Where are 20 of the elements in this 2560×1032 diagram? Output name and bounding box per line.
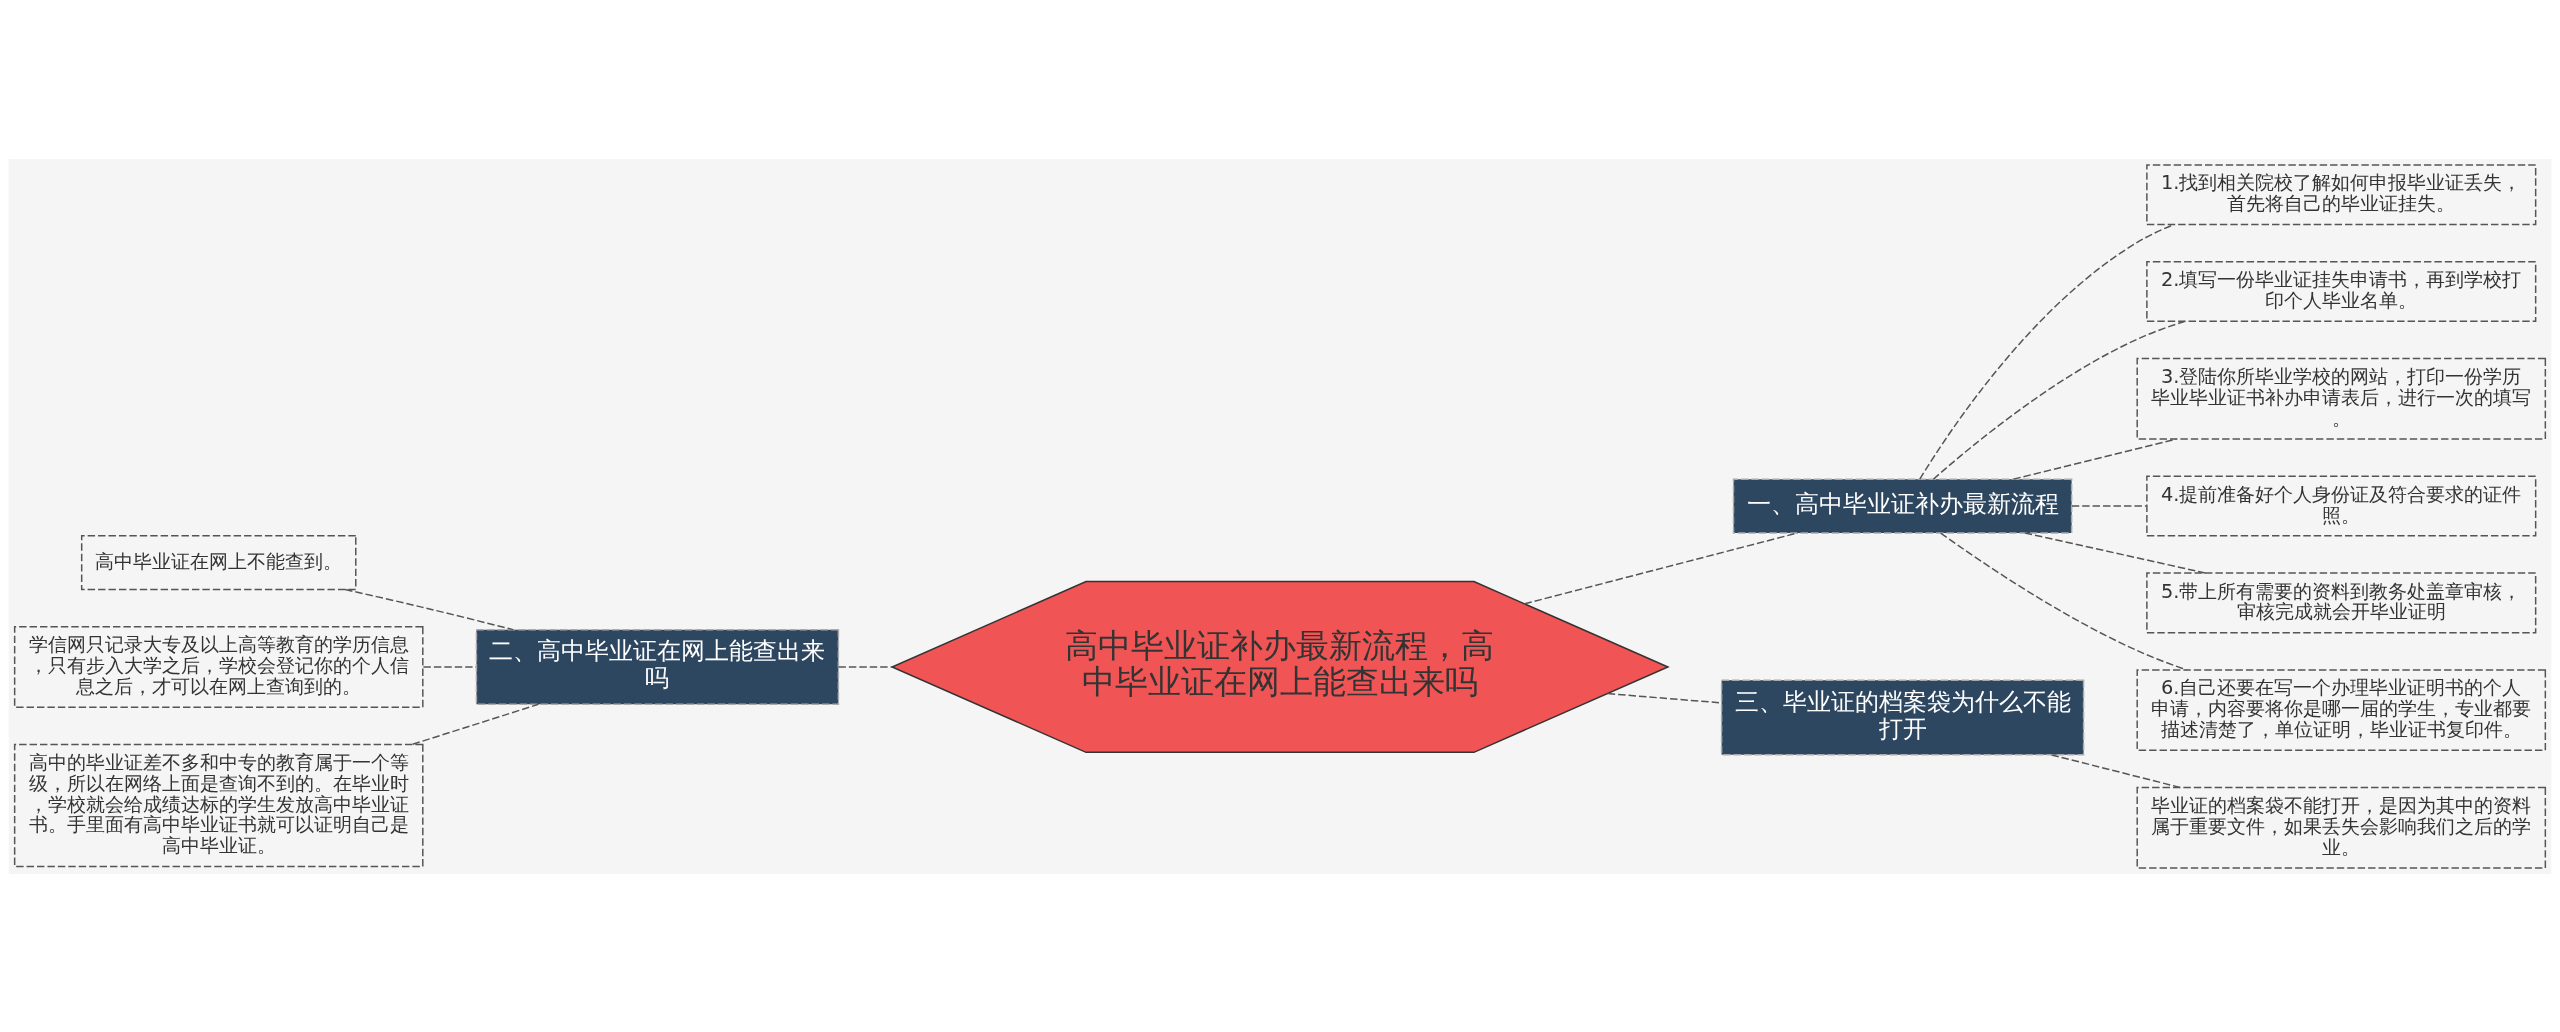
node-box: 6.自己还要在写一个办理毕业证明书的个人申请，内容要将你是哪一届的学生，专业都要描述清楚了，单位证明，毕业证书复印件。 [2136, 668, 2547, 751]
connector [344, 588, 514, 630]
node-box: 二、高中毕业证在网上能查出来吗 [475, 628, 840, 705]
node-box: 高中的毕业证差不多和中专的教育属于一个等级，所以在网络上面是查询不到的。在毕业时，学校就会给成绩达标的学生发放高中毕业证书。手里面有高中毕业证书就可以证明自己是高中毕业证。 [13, 743, 424, 867]
node-box: 毕业证的档案袋不能打开，是因为其中的资料属于重要文件，如果丢失会影响我们之后的学业。 [2136, 786, 2547, 869]
node-box: 5.带上所有需要的资料到教务处盖章审核，审核完成就会开毕业证明 [2146, 571, 2537, 633]
node-box: 3.登陆你所毕业学校的网站，打印一份学历毕业毕业证书补办申请表后，进行一次的填写。 [2136, 357, 2547, 440]
node-box: 1.找到相关院校了解如何申报毕业证丢失，首先将自己的毕业证挂失。 [2146, 163, 2537, 225]
node-box: 4.提前准备好个人身份证及符合要求的证件照。 [2146, 475, 2537, 537]
connector [837, 665, 893, 668]
node-box: 2.填写一份毕业证挂失申请书，再到学校打印个人毕业名单。 [2146, 260, 2537, 322]
connector [411, 703, 540, 745]
node-box: 三、毕业证的档案袋为什么不能打开 [1720, 679, 2085, 756]
connector [2071, 504, 2148, 507]
connector [1932, 320, 2186, 480]
node-box: 学信网只记录大专及以上高等教育的学历信息，只有步入大学之后，学校会登记你的个人信息之后，才可以在网上查询到的。 [13, 625, 424, 708]
node-box: 一、高中毕业证补办最新流程 [1732, 478, 2073, 534]
node-box: 高中毕业证在网上不能查到。 [80, 534, 357, 590]
connector [1523, 531, 1799, 605]
connector [2012, 437, 2178, 480]
